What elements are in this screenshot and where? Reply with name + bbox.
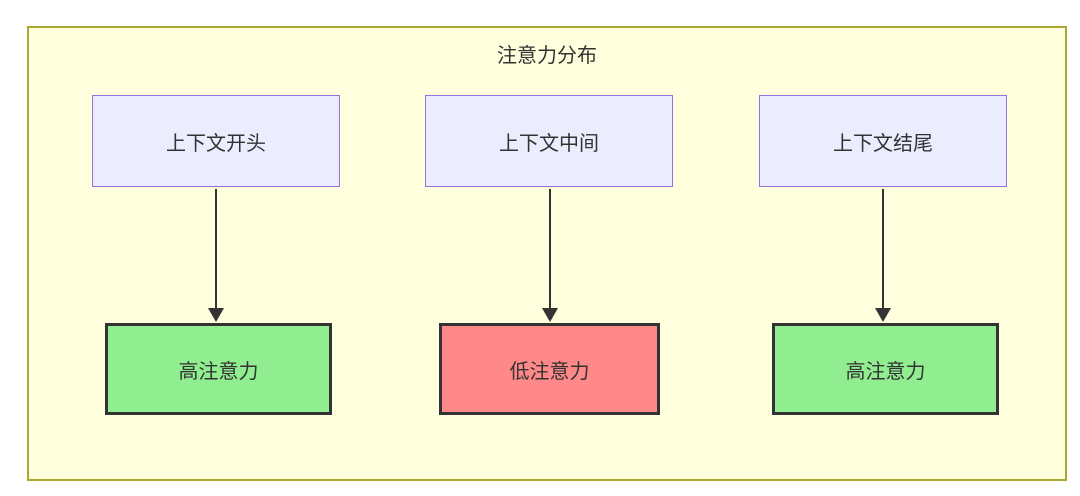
arrow-start-to-result xyxy=(208,189,224,322)
node-context-middle: 上下文中间 xyxy=(425,95,673,187)
node-low-attention-middle: 低注意力 xyxy=(439,323,660,415)
arrowhead-icon xyxy=(208,308,224,322)
arrow-end-to-result xyxy=(875,189,891,322)
diagram-frame: 注意力分布 上下文开头 上下文中间 上下文结尾 高注意力 低注意力 高注意力 xyxy=(27,26,1067,481)
node-high-attention-end: 高注意力 xyxy=(772,323,999,415)
node-context-end: 上下文结尾 xyxy=(759,95,1007,187)
diagram-title: 注意力分布 xyxy=(497,45,597,67)
arrow-shaft xyxy=(549,189,551,309)
arrowhead-icon xyxy=(542,308,558,322)
node-high-attention-start: 高注意力 xyxy=(105,323,332,415)
arrow-middle-to-result xyxy=(542,189,558,322)
arrow-shaft xyxy=(215,189,217,309)
node-context-start: 上下文开头 xyxy=(92,95,340,187)
arrowhead-icon xyxy=(875,308,891,322)
arrow-shaft xyxy=(882,189,884,309)
